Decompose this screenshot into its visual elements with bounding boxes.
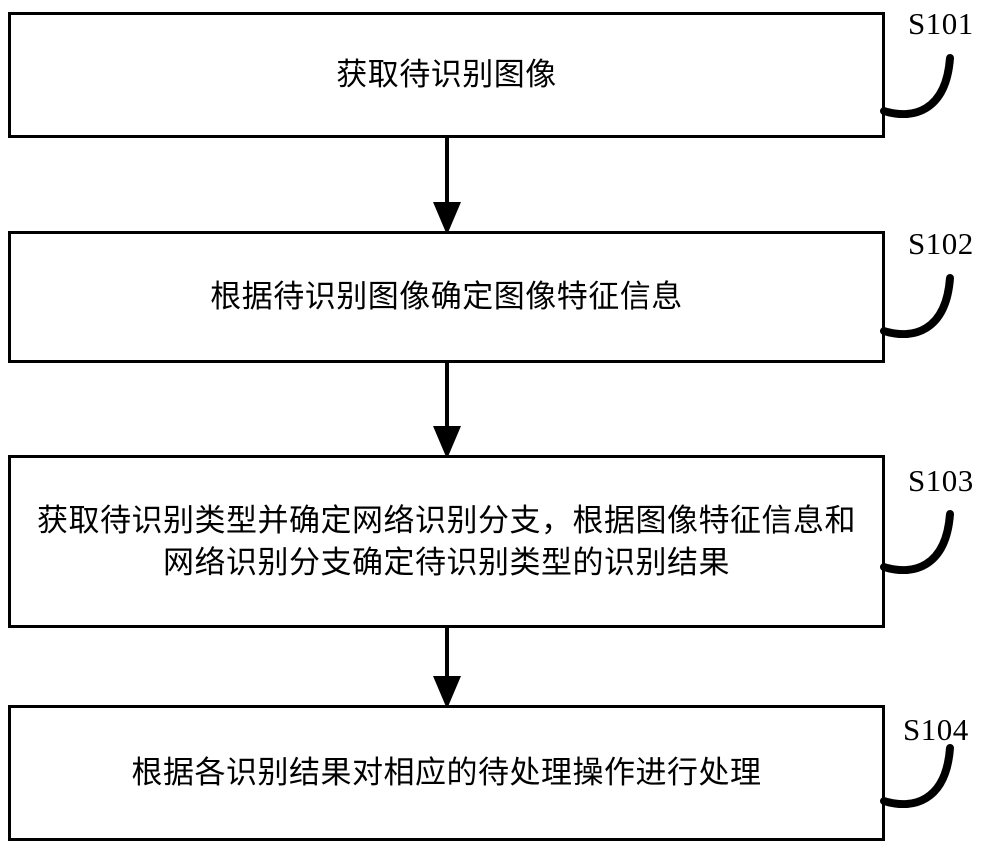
flowchart-node-s104[interactable]: 根据各识别结果对相应的待处理操作进行处理 xyxy=(8,705,885,841)
flowchart-edge-s102-s103 xyxy=(433,361,461,459)
step-hook-connector-s104 xyxy=(880,744,954,808)
step-hook-connector-s103 xyxy=(880,510,954,574)
step-label-s102: S102 xyxy=(908,226,974,261)
flowchart-node-s103[interactable]: 获取待识别类型并确定网络识别分支，根据图像特征信息和网络识别分支确定待识别类型的… xyxy=(8,455,885,628)
flowchart-node-s101-label: 获取待识别图像 xyxy=(336,57,557,93)
flowchart-node-s102-label: 根据待识别图像确定图像特征信息 xyxy=(210,279,683,315)
flowchart-edge-s101-s102 xyxy=(433,136,461,235)
step-label-s104: S104 xyxy=(903,712,969,747)
flowchart-node-s104-label: 根据各识别结果对相应的待处理操作进行处理 xyxy=(131,755,762,791)
step-label-s101: S101 xyxy=(908,6,974,41)
flowchart-edge-s103-s104 xyxy=(433,626,461,709)
step-hook-connector-s102 xyxy=(880,274,954,338)
flowchart-node-s103-label: 获取待识别类型并确定网络识别分支，根据图像特征信息和网络识别分支确定待识别类型的… xyxy=(37,503,856,580)
flowchart-node-s102[interactable]: 根据待识别图像确定图像特征信息 xyxy=(8,231,885,363)
step-label-s103: S103 xyxy=(908,463,974,498)
step-hook-connector-s101 xyxy=(880,54,954,118)
flowchart-node-s101[interactable]: 获取待识别图像 xyxy=(8,12,885,138)
